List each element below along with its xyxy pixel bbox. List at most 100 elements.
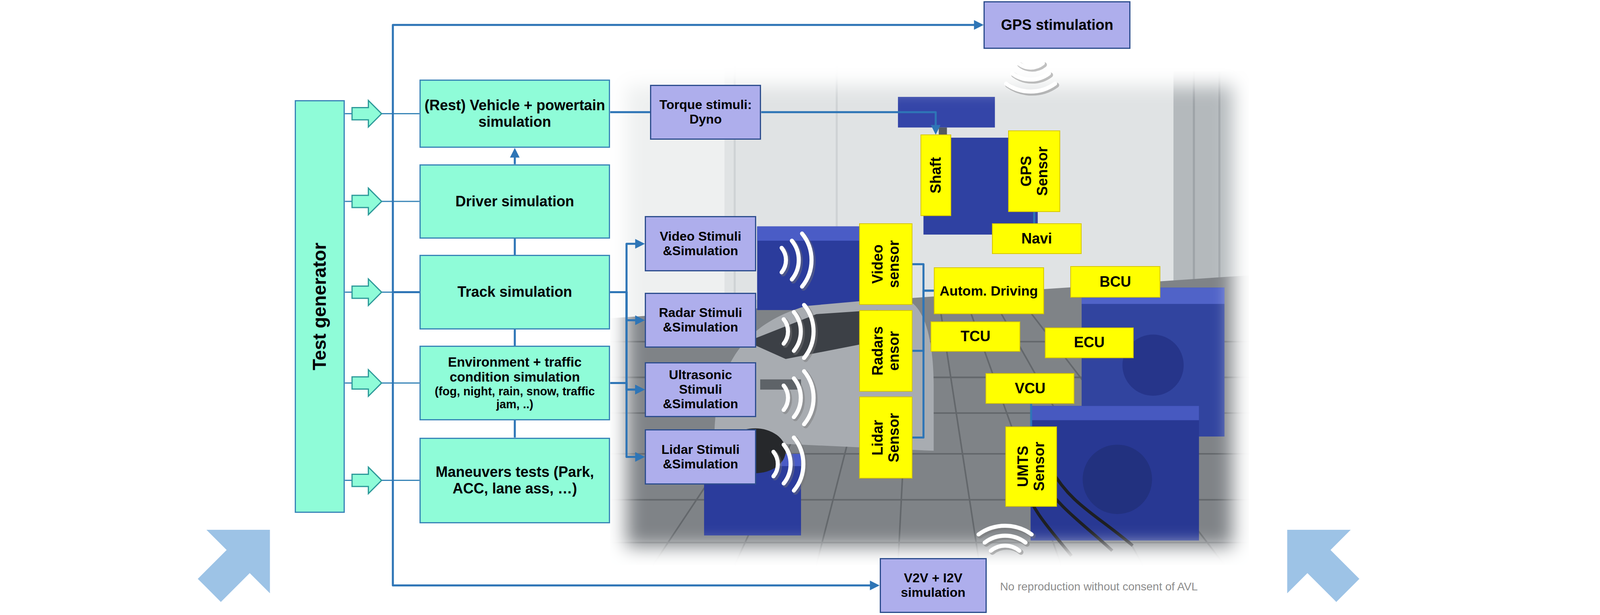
arrow-head	[635, 452, 645, 462]
connector	[509, 147, 520, 164]
ecu-box: Radars ensor	[859, 310, 913, 392]
simulation-box: (Rest) Vehicle + powertain simulation	[419, 79, 611, 148]
signal-waves	[793, 437, 804, 491]
connector	[610, 239, 645, 293]
arrow-head	[870, 580, 880, 591]
test-bench-photo	[1218, 71, 1221, 307]
signal-waves	[802, 233, 812, 287]
label-group: Navi	[994, 230, 1080, 247]
box-label: Torque stimuli: Dyno	[652, 97, 759, 127]
ecu-box: TCU	[930, 321, 1021, 353]
connector	[1030, 403, 1032, 427]
box-label: (Rest) Vehicle + powertain simulation	[423, 97, 607, 131]
ecu-box: Shaft	[920, 134, 952, 216]
connector-line	[513, 420, 516, 438]
test-bench-photo	[610, 275, 1249, 565]
signal-waves	[793, 312, 801, 351]
box-label: BCU	[1072, 273, 1158, 290]
simulation-box: Driver simulation	[419, 164, 611, 239]
box-label: V2V + I2V simulation	[882, 570, 984, 600]
box-label: Autom. Driving	[936, 283, 1042, 299]
connector-line	[610, 292, 636, 321]
test-bench-photo	[1193, 71, 1196, 307]
box-label: Radar Stimuli &Simulation	[647, 305, 753, 335]
connector	[344, 369, 420, 397]
label-group: Shaft	[927, 136, 944, 214]
connector-line	[610, 292, 636, 458]
stimulus-box: GPS stimulation	[983, 1, 1131, 50]
corner-arrow	[177, 497, 302, 615]
signal-waves	[783, 444, 791, 484]
ecu-box: VCU	[985, 373, 1075, 404]
simulation-box: Environment + traffic condition simulati…	[419, 345, 611, 420]
label-group: Ultrasonic Stimuli &Simulation	[647, 367, 753, 412]
box-label: GPS stimulation	[986, 16, 1128, 34]
simulation-box: Track simulation	[419, 254, 611, 330]
signal-waves	[984, 535, 1026, 543]
connector	[610, 382, 645, 395]
arrow-head	[931, 124, 941, 135]
connector	[392, 292, 880, 591]
stimulus-box: Radar Stimuli &Simulation	[644, 292, 756, 348]
connector-line	[610, 382, 636, 390]
connector	[761, 112, 941, 135]
stimulus-box: Ultrasonic Stimuli &Simulation	[644, 362, 756, 418]
box-label: GPS Sensor	[1017, 132, 1051, 210]
label-group: (Rest) Vehicle + powertain simulation	[423, 97, 607, 131]
connector-line	[392, 292, 871, 586]
box-label: Maneuvers tests (Park, ACC, lane ass, …)	[423, 463, 607, 497]
signal-waves	[793, 378, 801, 418]
signal-waves	[1018, 63, 1043, 68]
ecu-box: BCU	[1070, 266, 1160, 298]
connector-line	[761, 112, 936, 126]
dyno-machine	[704, 137, 1225, 541]
label-group: Video sensor	[869, 225, 902, 303]
arrow-head	[635, 384, 645, 395]
label-group: Autom. Driving	[936, 283, 1042, 299]
stimulus-box: Video Stimuli &Simulation	[644, 215, 756, 271]
label-group: Test generator	[309, 104, 331, 509]
generator-band: Test generator	[294, 100, 345, 514]
label-group: Lidar Sensor	[869, 398, 902, 476]
block-arrow	[352, 100, 382, 128]
box-label: VCU	[987, 380, 1072, 397]
label-group: Maneuvers tests (Park, ACC, lane ass, …)	[423, 463, 607, 497]
ecu-box: GPS Sensor	[1008, 130, 1061, 212]
connector	[610, 292, 645, 462]
connector-line	[1033, 211, 1036, 224]
box-label: Shaft	[927, 136, 944, 214]
connector-line	[513, 329, 516, 346]
connector	[912, 290, 934, 438]
floor-grid	[610, 541, 1249, 544]
connector-line	[610, 111, 651, 114]
label-group: GPS Sensor	[1017, 132, 1051, 210]
box-label: TCU	[933, 328, 1018, 345]
box-label: (fog, night, rain, snow, traffic jam, ..…	[423, 384, 607, 412]
signal-waves	[978, 525, 1032, 535]
ecu-box: Navi	[991, 223, 1082, 254]
label-group: Driver simulation	[423, 193, 607, 210]
test-bench-photo	[1173, 71, 1250, 309]
label-group: ECU	[1047, 334, 1132, 351]
box-label: UMTS Sensor	[1014, 428, 1048, 505]
connector	[514, 238, 516, 255]
block-arrow	[352, 467, 382, 494]
label-group: GPS stimulation	[986, 16, 1128, 34]
block-arrow	[352, 369, 382, 397]
test-bench-photo	[610, 63, 1249, 566]
stimulus-box: Lidar Stimuli &Simulation	[644, 429, 756, 485]
label-group: V2V + I2V simulation	[882, 570, 984, 600]
signal-waves	[804, 304, 814, 358]
signal-waves	[1012, 73, 1049, 80]
box-label: Video Stimuli &Simulation	[647, 229, 753, 259]
box-label: Video sensor	[869, 225, 902, 303]
corner-arrow	[1255, 497, 1380, 615]
label-group: Lidar Stimuli &Simulation	[647, 442, 753, 472]
label-group: BCU	[1072, 273, 1158, 290]
connector	[1033, 211, 1035, 224]
arrow-head	[635, 239, 645, 249]
box-label: Test generator	[309, 104, 331, 509]
connector-line	[1029, 403, 1032, 427]
